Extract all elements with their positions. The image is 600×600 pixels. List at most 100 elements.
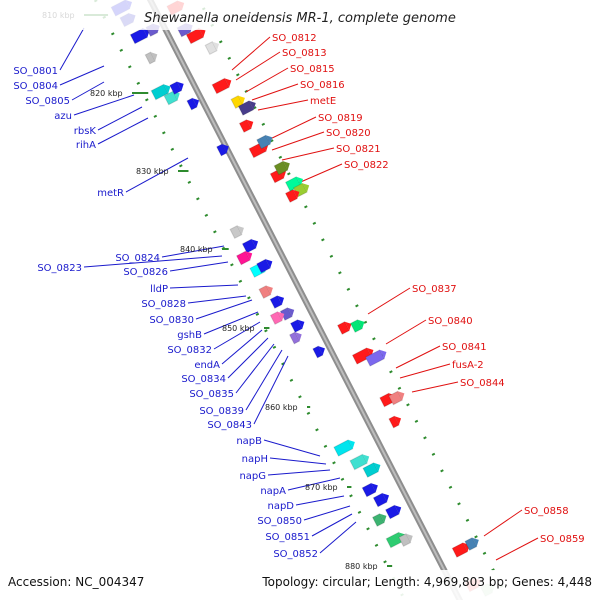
gene-arrowhead [394, 505, 402, 515]
gene-arrowhead [472, 537, 479, 547]
tick-dot [204, 213, 209, 217]
gene-feature [258, 285, 273, 299]
gene-feature [289, 319, 305, 333]
tick-dot [448, 485, 453, 489]
tick-dot [338, 271, 342, 275]
left-gene-label: napB [236, 436, 262, 447]
gene-arrowhead [251, 239, 259, 249]
right-gene-label: SO_0816 [300, 80, 345, 91]
gene-arrowhead [394, 416, 402, 426]
tick-dot [281, 362, 285, 366]
left-gene-label: SO_0835 [189, 389, 234, 400]
right-gene-label: SO_0822 [344, 160, 389, 171]
gene-arrowhead [382, 493, 390, 503]
right-gene-label: SO_0813 [282, 48, 327, 59]
tick-dot [306, 411, 311, 415]
left-leader-line [295, 495, 345, 506]
gene-arrowhead [292, 189, 300, 199]
gene-arrowhead [265, 135, 273, 145]
gene-arrowhead [344, 321, 352, 331]
genome-summary-text: Topology: circular; Length: 4,969,803 bp… [261, 575, 592, 589]
gene-feature [349, 319, 365, 333]
left-leader-line [203, 311, 259, 335]
left-leader-line [169, 284, 239, 289]
position-label: 850 kbp [222, 324, 255, 333]
tick-dot [235, 73, 240, 77]
tick-dot [278, 155, 283, 159]
gene-block [169, 81, 183, 95]
gene-feature [211, 77, 232, 95]
tick-dot [414, 419, 419, 423]
left-leader-line [83, 255, 223, 268]
right-leader-line [235, 51, 281, 81]
gene-feature [312, 345, 325, 359]
left-gene-label: SO_0850 [257, 516, 302, 527]
tick-dot [363, 320, 368, 324]
gene-feature [288, 331, 302, 345]
right-leader-line [395, 345, 441, 369]
right-leader-line [399, 363, 451, 379]
position-label: 860 kbp [265, 403, 298, 412]
right-leader-line [231, 36, 271, 71]
gene-arrowhead [296, 176, 303, 186]
gene-feature [235, 250, 253, 266]
tick-dot [287, 172, 291, 176]
position-label: 830 kbp [136, 167, 169, 176]
left-leader-line [319, 521, 357, 554]
gene-feature [204, 41, 220, 55]
right-leader-line [245, 67, 289, 93]
gene-arrowhead [277, 311, 285, 321]
gene-feature [185, 27, 206, 45]
left-gene-label: SO_0804 [13, 81, 58, 92]
gene-arrowhead [192, 98, 200, 108]
tick-dot [298, 395, 302, 399]
right-leader-line [295, 163, 343, 185]
tick-dot [119, 48, 124, 52]
gene-block [229, 225, 243, 239]
tick-dot [227, 56, 232, 60]
tick-dot [247, 296, 251, 300]
gene-block [464, 537, 478, 551]
gene-block [351, 347, 372, 365]
tick-dot [346, 287, 351, 291]
gene-arrowhead [302, 183, 310, 193]
gene-feature [269, 311, 285, 325]
left-leader-line [227, 337, 269, 379]
left-gene-label: SO_0805 [25, 96, 70, 107]
left-leader-line [195, 299, 253, 320]
left-leader-line [303, 505, 351, 521]
tick-dot [179, 164, 183, 168]
gene-feature [361, 482, 378, 498]
left-gene-labels: SO_0801SO_0804SO_0805azurbsKrihAmetRSO_0… [13, 66, 318, 560]
right-gene-label: fusA-2 [452, 360, 484, 371]
gene-arrowhead [357, 319, 365, 329]
tick-dot [340, 477, 345, 481]
gene-arrowhead [265, 259, 273, 269]
left-leader-line [213, 321, 261, 350]
tick-dot [397, 386, 402, 390]
tick-dot [329, 254, 334, 258]
tick-dot [372, 337, 376, 341]
tick-dot [255, 312, 260, 316]
gene-feature [238, 119, 254, 133]
gene-feature [237, 100, 256, 116]
left-gene-label: SO_0830 [149, 315, 194, 326]
gene-arrowhead [348, 439, 355, 449]
tick-dot [323, 444, 328, 448]
gene-arrowhead [222, 144, 229, 154]
tick-dot [357, 510, 362, 514]
gene-arrowhead [198, 28, 206, 38]
gene-feature [398, 533, 413, 547]
left-gene-label: lldP [150, 284, 168, 295]
tick-dot [238, 279, 243, 283]
gene-block [258, 285, 272, 299]
left-gene-label: SO_0824 [115, 253, 160, 264]
left-leader-line [59, 27, 85, 71]
gene-arrowhead [287, 307, 295, 317]
right-leader-line [385, 319, 427, 345]
tick-dot [187, 180, 192, 184]
tick-dot [383, 560, 387, 564]
right-gene-label: SO_0820 [326, 128, 371, 139]
right-gene-label: SO_0841 [442, 342, 487, 353]
right-gene-labels: SO_0812SO_0813SO_0815SO_0816metESO_0819S… [272, 33, 585, 545]
